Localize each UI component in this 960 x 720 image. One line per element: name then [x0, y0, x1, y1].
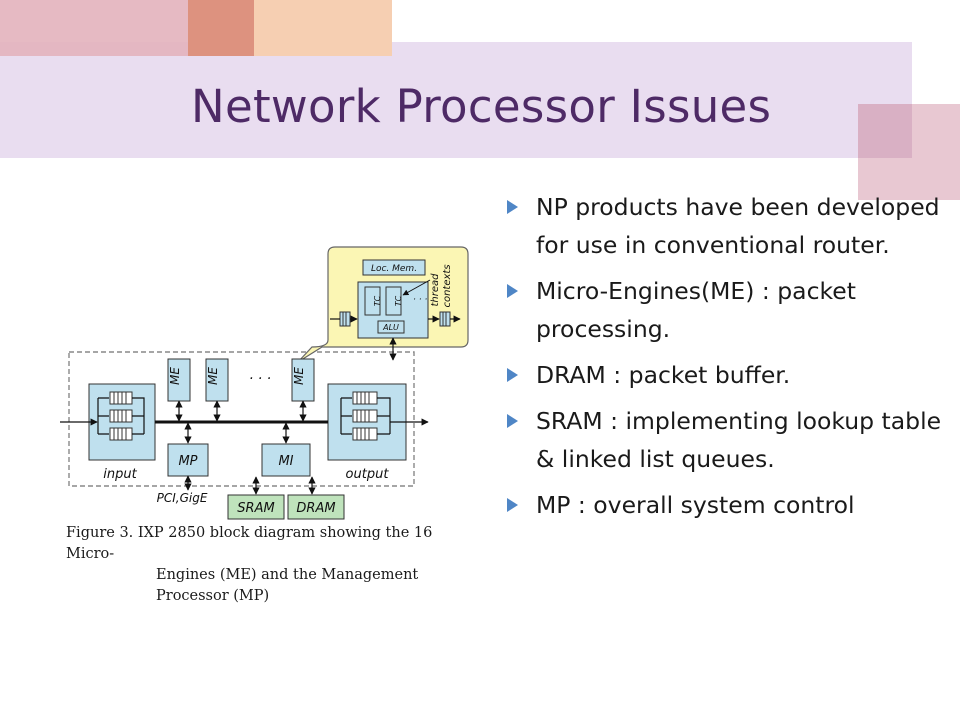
alu-box	[377, 320, 405, 334]
me-label: ME	[206, 367, 220, 385]
bullet-arrow-icon	[507, 414, 518, 428]
bullet-arrow-icon	[507, 498, 518, 512]
dram-label: DRAM	[296, 501, 335, 516]
ixp2850-block-diagram: Loc. Mem. TC TC · · · ALU thread context…	[60, 246, 469, 520]
bullet-text: MP : overall system control	[536, 491, 855, 519]
bullet-item: DRAM : packet buffer.	[504, 356, 944, 394]
slide-title: Network Processor Issues	[191, 80, 772, 133]
sram-label: SRAM	[237, 501, 274, 516]
tc-box	[364, 286, 381, 316]
bullet-item: NP products have been developed for use …	[504, 188, 944, 264]
bullet-item: SRAM : implementing lookup table & linke…	[504, 402, 944, 478]
decor-block-peach	[254, 0, 392, 56]
tc-label: TC	[394, 295, 403, 306]
contexts-label: contexts	[442, 264, 453, 307]
chip-boundary	[68, 351, 415, 487]
dram-block	[287, 494, 345, 520]
me-ellipsis: · · ·	[249, 371, 271, 387]
callout-queue-right	[439, 311, 451, 327]
mp-block	[167, 443, 209, 477]
mp-label: MP	[178, 454, 197, 469]
title-band	[0, 42, 912, 158]
thread-dots: · · ·	[413, 295, 427, 305]
alu-label: ALU	[382, 323, 399, 332]
tc-label: TC	[373, 295, 382, 306]
loc-mem-box	[362, 259, 426, 276]
tc-box	[385, 286, 402, 316]
caption-line-1: Figure 3. IXP 2850 block diagram showing…	[66, 525, 433, 562]
decor-block-right-overlap	[858, 104, 912, 158]
output-label: output	[346, 467, 390, 482]
decor-block-salmon	[188, 0, 254, 56]
bullet-arrow-icon	[507, 200, 518, 214]
input-label: input	[103, 467, 137, 482]
mi-label: MI	[278, 454, 293, 469]
caption-line-2: Engines (ME) and the Management Processo…	[156, 567, 419, 604]
output-queues	[352, 391, 378, 441]
bullet-arrow-icon	[507, 368, 518, 382]
pci-gige-label: PCI,GigE	[157, 491, 208, 505]
me-label: ME	[292, 367, 306, 385]
sram-block	[227, 494, 285, 520]
thread-label: thread	[430, 273, 441, 307]
loc-mem-label: Loc. Mem.	[371, 264, 417, 274]
bullet-text: Micro-Engines(ME) : packet processing.	[536, 277, 856, 343]
input-queues	[109, 391, 133, 441]
mi-block	[261, 443, 311, 477]
bullet-list: NP products have been developed for use …	[504, 188, 944, 532]
bullet-text: SRAM : implementing lookup table & linke…	[536, 407, 942, 473]
callout-queue-left	[339, 311, 351, 327]
decor-block-pink	[0, 0, 188, 56]
bullet-item: Micro-Engines(ME) : packet processing.	[504, 272, 944, 348]
me-label: ME	[168, 367, 182, 385]
bullet-arrow-icon	[507, 284, 518, 298]
bullet-text: NP products have been developed for use …	[536, 193, 940, 259]
figure-caption: Figure 3. IXP 2850 block diagram showing…	[66, 523, 466, 607]
bullet-item: MP : overall system control	[504, 486, 944, 524]
bullet-text: DRAM : packet buffer.	[536, 361, 791, 389]
